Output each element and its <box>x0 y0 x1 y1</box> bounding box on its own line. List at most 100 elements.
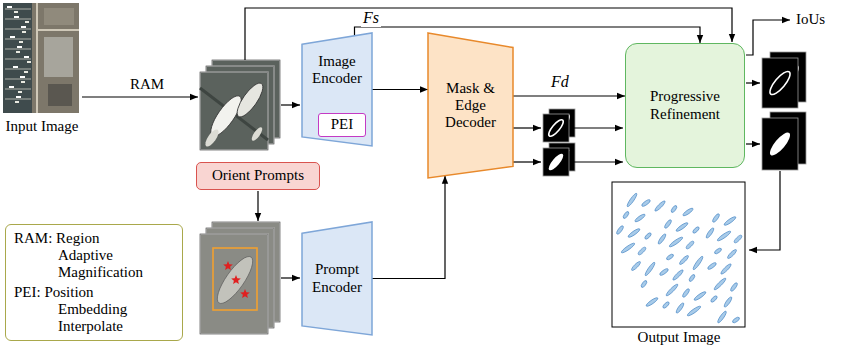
dock-line <box>5 79 31 80</box>
building <box>44 8 74 25</box>
detected-ship <box>692 226 700 234</box>
image-node: Output Image <box>611 182 747 346</box>
arrow <box>513 161 541 162</box>
boat <box>24 56 29 58</box>
boat <box>7 6 12 8</box>
arrow <box>746 82 760 83</box>
mask-image <box>543 148 569 176</box>
detected-ship <box>668 236 683 248</box>
boat <box>212 252 259 308</box>
boat <box>14 11 18 13</box>
detected-ship <box>733 234 743 244</box>
detected-ship <box>678 254 689 265</box>
detected-ship <box>654 200 666 212</box>
box-prompt <box>213 248 257 310</box>
road <box>37 29 79 31</box>
boat <box>15 101 19 103</box>
detected-ship <box>723 216 737 227</box>
magnified-image <box>200 72 268 150</box>
boat <box>13 66 18 68</box>
encoder-block: Prompt Encoder <box>302 222 372 335</box>
point-prompt <box>223 261 233 270</box>
detected-ship <box>692 255 704 270</box>
arrow <box>257 191 258 221</box>
connector <box>513 95 625 96</box>
region-mask <box>767 130 793 159</box>
detected-ship <box>644 232 652 240</box>
boat <box>17 46 22 48</box>
glossary-box: RAM: Region Adaptive MagnificationPEI: P… <box>5 224 183 341</box>
boat <box>233 80 267 121</box>
image-frame <box>200 72 268 150</box>
dock-line <box>5 29 31 30</box>
block-shape <box>302 222 372 335</box>
dock-line <box>5 19 31 20</box>
detected-ship <box>620 242 635 254</box>
water-area <box>3 3 32 113</box>
boat <box>27 61 31 63</box>
detected-ship <box>713 277 727 291</box>
boat <box>19 41 23 43</box>
edge-mask <box>767 69 793 98</box>
mask-image <box>543 114 569 142</box>
node-label: PEI: Position Embedding Interpolate <box>14 284 136 336</box>
decoder-block: Mask & Edge Decoder <box>428 33 513 178</box>
node-label: Image Encoder <box>312 53 362 88</box>
detected-ship <box>717 310 728 324</box>
detected-ship <box>665 283 679 297</box>
detected-ship <box>707 262 717 271</box>
detected-ship <box>675 222 689 233</box>
dock-line <box>5 49 31 50</box>
boat <box>16 51 20 53</box>
connector <box>355 27 701 43</box>
detected-ship <box>672 269 684 281</box>
detected-ship <box>644 261 656 276</box>
boat <box>14 16 19 18</box>
connector <box>372 89 428 90</box>
boat <box>21 81 25 83</box>
edge-mask <box>547 118 566 139</box>
detected-ship <box>634 213 646 223</box>
mask-image <box>762 58 798 108</box>
detected-ship <box>732 316 741 324</box>
module-box: PEI <box>318 113 366 137</box>
arrow <box>746 143 760 144</box>
boat <box>22 31 26 33</box>
detected-ship <box>645 297 659 308</box>
dock-line <box>5 39 31 40</box>
boat <box>18 91 22 93</box>
boat <box>20 76 25 78</box>
arrow <box>749 171 780 250</box>
connector <box>372 176 445 279</box>
boat <box>250 126 264 143</box>
detected-ship <box>682 288 691 298</box>
detected-ship <box>688 274 696 283</box>
image-node: Input Image <box>1 3 84 135</box>
detected-ship <box>627 228 641 239</box>
node-label: Orient Prompts <box>212 167 304 184</box>
detected-ship <box>641 199 651 208</box>
building <box>48 84 72 106</box>
detected-ship <box>626 192 638 207</box>
block-shape <box>302 33 372 146</box>
point-prompt <box>240 289 250 298</box>
annotation-label: RAM <box>128 76 166 93</box>
satellite-image <box>3 3 79 113</box>
detected-ship <box>664 219 673 229</box>
encoder-block: Image EncoderPEI <box>302 33 372 146</box>
detected-ship <box>662 301 670 309</box>
process-box: Progressive Refinement <box>625 43 745 168</box>
detected-ship <box>705 227 715 239</box>
arrow <box>82 96 198 97</box>
detected-ship <box>657 233 667 245</box>
node-label: Progressive Refinement <box>650 88 720 123</box>
detected-ship <box>670 205 678 214</box>
point-prompt <box>231 275 241 284</box>
detected-ship <box>723 296 733 308</box>
dock-line <box>5 59 31 60</box>
boat <box>21 26 26 28</box>
arrow <box>570 127 623 128</box>
node-label: PEI <box>331 116 354 133</box>
prompt-image <box>200 234 268 334</box>
